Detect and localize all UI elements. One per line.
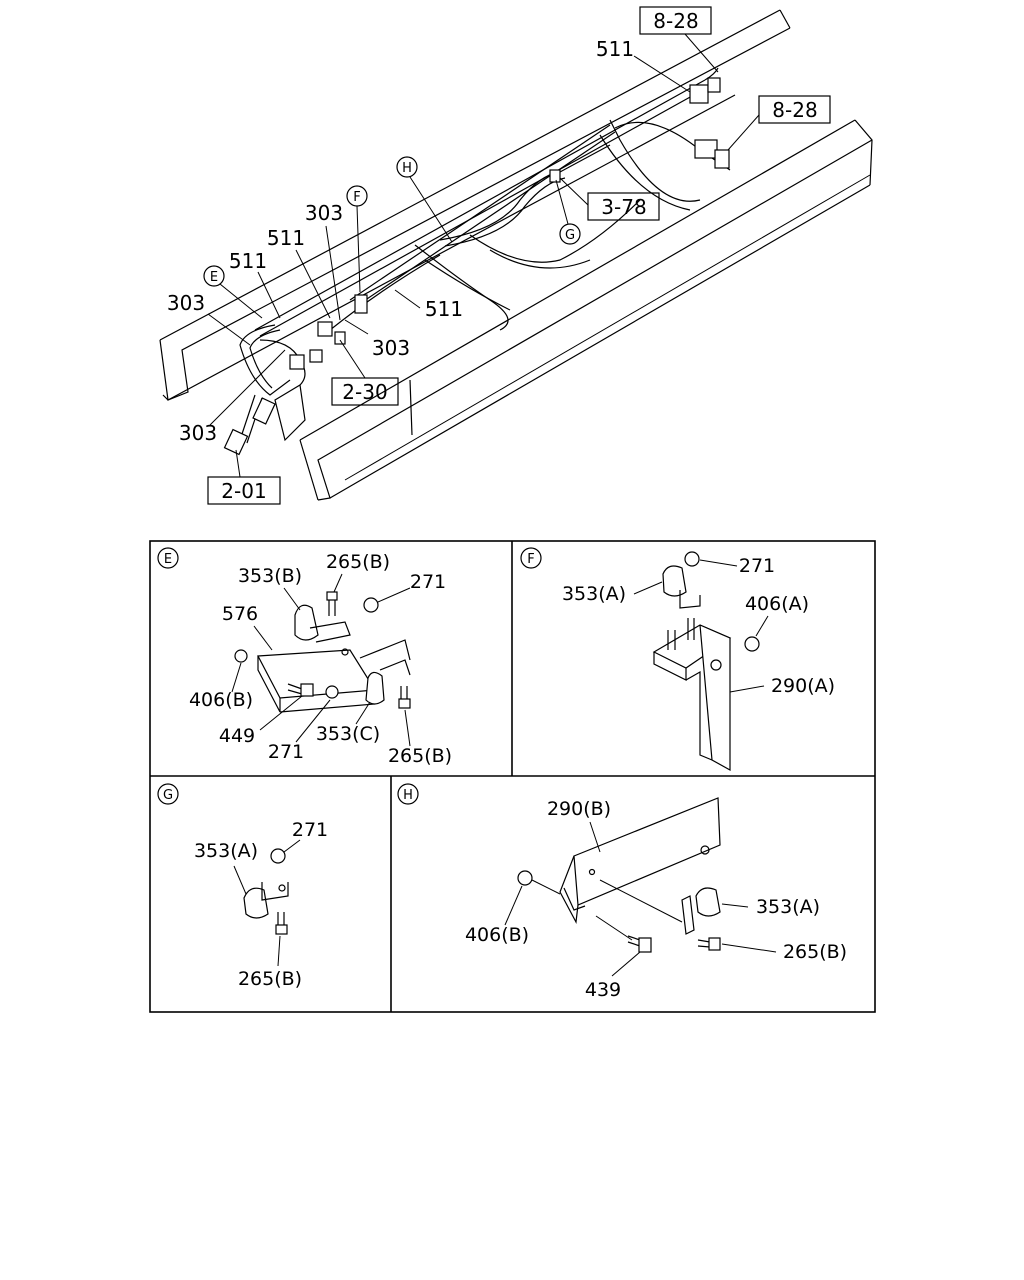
- bolt-265b: [275, 912, 288, 935]
- label-353a: 353(A): [194, 840, 258, 862]
- label-406b: 406(B): [465, 924, 529, 946]
- label-271-top: 271: [410, 571, 446, 593]
- svg-text:E: E: [164, 552, 172, 567]
- label-576: 576: [222, 603, 258, 625]
- detail-panels-grid: [149, 540, 876, 1013]
- label-511-b: 511: [267, 226, 305, 250]
- ref-box-8-28-right[interactable]: 8-28: [758, 95, 831, 124]
- nut-271-top: [363, 597, 379, 613]
- label-406b: 406(B): [189, 689, 253, 711]
- bolt-265b-top: [326, 591, 338, 616]
- label-265b: 265(B): [238, 968, 302, 990]
- ref-2-30-label: 2-30: [342, 380, 387, 404]
- panel-g: G 271 353(A) 265(B): [157, 783, 328, 990]
- ref-box-8-28-top[interactable]: 8-28: [639, 6, 712, 35]
- label-271: 271: [739, 555, 775, 577]
- clip-353b: [294, 604, 319, 641]
- label-265b-bottom: 265(B): [388, 745, 452, 767]
- bolt-265b-bottom: [398, 686, 411, 709]
- callout-e[interactable]: E: [203, 265, 225, 287]
- bolt-265b: [697, 937, 721, 951]
- label-439: 439: [585, 979, 621, 1001]
- connectors: [223, 77, 730, 456]
- front-frame-rail: [299, 119, 873, 501]
- panel-h: H 290(B) 406(B) 353(A) 265(B): [397, 783, 847, 1001]
- clip-353a: [243, 887, 269, 919]
- washer-406a: [744, 636, 760, 652]
- panel-f: F 271 353(A) 406(A) 290(A): [520, 547, 835, 772]
- svg-text:F: F: [527, 552, 534, 567]
- label-353a: 353(A): [562, 583, 626, 605]
- washer-406b: [234, 649, 248, 663]
- clip-353a: [662, 565, 687, 597]
- label-290a: 290(A): [771, 675, 835, 697]
- label-303-d: 303: [179, 421, 217, 445]
- callout-h[interactable]: H: [396, 156, 418, 178]
- nut-271: [684, 551, 700, 567]
- panel-f-marker: F: [520, 547, 542, 569]
- ref-box-2-30[interactable]: 2-30: [331, 377, 399, 406]
- clip-353c: [365, 671, 385, 705]
- nut-271: [270, 848, 286, 864]
- label-353c: 353(C): [316, 723, 380, 745]
- label-353b: 353(B): [238, 565, 302, 587]
- label-265b: 265(B): [783, 941, 847, 963]
- label-511-top: 511: [596, 37, 634, 61]
- svg-text:G: G: [565, 228, 575, 243]
- svg-text:E: E: [210, 270, 218, 285]
- panel-e: E 353(B): [157, 547, 452, 767]
- bracket-576: [257, 649, 377, 699]
- label-353a: 353(A): [756, 896, 820, 918]
- bolt-439: [627, 935, 652, 953]
- bolt-449: [287, 683, 314, 697]
- label-265b-top: 265(B): [326, 551, 390, 573]
- label-511-c: 511: [425, 297, 463, 321]
- label-271: 271: [292, 819, 328, 841]
- bracket-290b: [573, 797, 721, 906]
- label-303-a: 303: [167, 291, 205, 315]
- main-frame-view: 8-28 8-28 3-78 2-30 2-01 511 511 511 511: [159, 6, 873, 505]
- ref-2-01-label: 2-01: [221, 479, 266, 503]
- nut-271-bottom: [325, 685, 339, 699]
- label-449: 449: [219, 725, 255, 747]
- ref-box-2-01[interactable]: 2-01: [207, 476, 281, 505]
- panel-h-marker: H: [397, 783, 419, 805]
- cross-members: [414, 119, 701, 331]
- harness-511: [254, 67, 731, 337]
- label-406a: 406(A): [745, 593, 809, 615]
- callout-f[interactable]: F: [346, 185, 368, 207]
- label-303-b: 303: [305, 201, 343, 225]
- rear-frame-rail: [159, 9, 791, 401]
- label-290b: 290(B): [547, 798, 611, 820]
- panel-g-marker: G: [157, 783, 179, 805]
- washer-406b: [517, 870, 533, 886]
- svg-text:G: G: [163, 788, 173, 803]
- ref-box-3-78[interactable]: 3-78: [587, 192, 660, 221]
- svg-text:H: H: [402, 161, 412, 176]
- ref-8-28-right-label: 8-28: [772, 98, 817, 122]
- ref-8-28-top-label: 8-28: [653, 9, 698, 33]
- clip-353a: [695, 887, 721, 917]
- label-511-a: 511: [229, 249, 267, 273]
- label-271-bottom: 271: [268, 741, 304, 763]
- ref-3-78-label: 3-78: [601, 195, 646, 219]
- label-303-c: 303: [372, 336, 410, 360]
- callout-g[interactable]: G: [559, 223, 581, 245]
- svg-text:F: F: [353, 190, 360, 205]
- svg-text:H: H: [403, 788, 413, 803]
- panel-e-marker: E: [157, 547, 179, 569]
